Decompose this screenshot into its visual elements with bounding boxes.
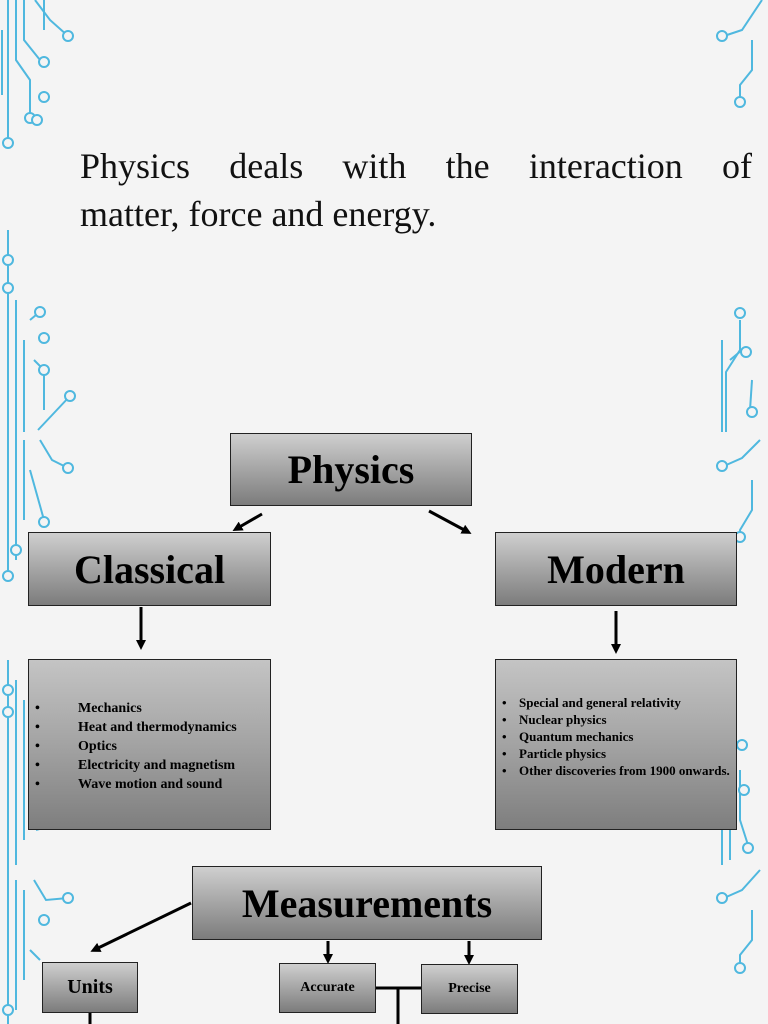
list-item: Nuclear physics [496, 711, 732, 728]
node-precise: Precise [421, 964, 518, 1014]
classical-topics-box: Mechanics Heat and thermodynamics Optics… [28, 659, 271, 830]
list-item: Wave motion and sound [29, 775, 269, 794]
modern-topics-list: Special and general relativity Nuclear p… [496, 694, 732, 779]
classical-topics-list: Mechanics Heat and thermodynamics Optics… [29, 699, 269, 794]
list-item: Other discoveries from 1900 onwards. [496, 762, 732, 779]
intro-line-2: matter, force and energy. [80, 194, 437, 234]
list-item: Heat and thermodynamics [29, 718, 269, 737]
node-classical: Classical [28, 532, 271, 606]
list-item: Optics [29, 737, 269, 756]
list-item: Quantum mechanics [496, 728, 732, 745]
node-measurements: Measurements [192, 866, 542, 940]
node-accurate: Accurate [279, 963, 376, 1013]
list-item: Electricity and magnetism [29, 756, 269, 775]
node-physics: Physics [230, 433, 472, 506]
list-item: Special and general relativity [496, 694, 732, 711]
node-units: Units [42, 962, 138, 1013]
list-item: Particle physics [496, 745, 732, 762]
intro-text: Physics deals with the interaction of ma… [80, 142, 752, 238]
intro-line-1: Physics deals with the interaction of [80, 146, 752, 186]
node-modern: Modern [495, 532, 737, 606]
list-item: Mechanics [29, 699, 269, 718]
modern-topics-box: Special and general relativity Nuclear p… [495, 659, 737, 830]
